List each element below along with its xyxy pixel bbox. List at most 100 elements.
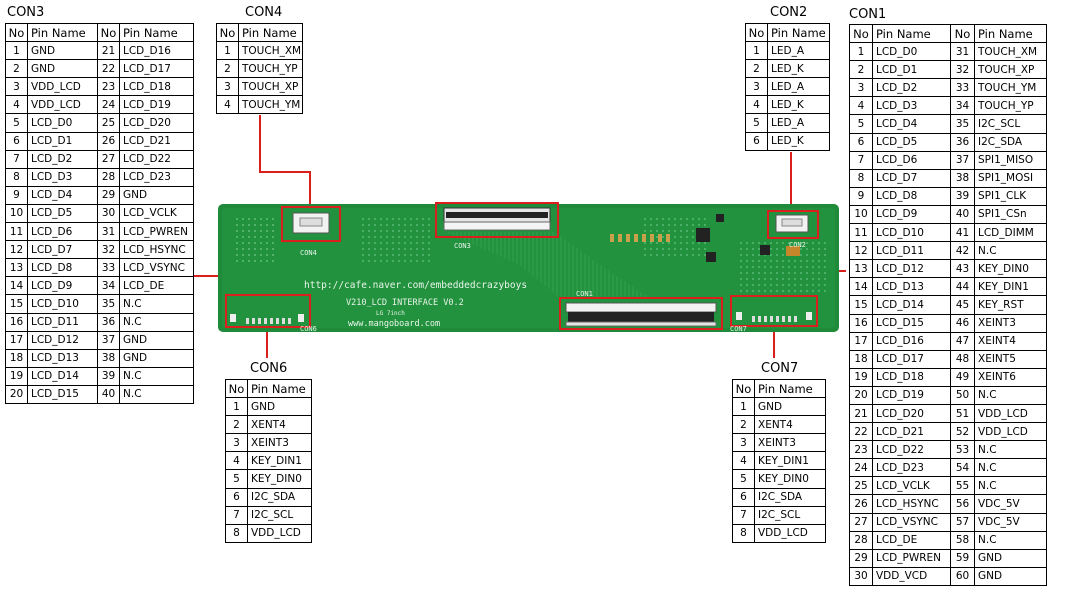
con2-title: CON2 [770,5,808,20]
pin-number-cell: 3 [849,78,873,98]
pin-name-cell: LCD_D17 [872,349,951,369]
pin-name-cell: LCD_D22 [119,149,194,169]
column-header-no: No [5,22,28,43]
column-header-pin-name: Pin Name [27,22,98,43]
pin-name-cell: XEINT3 [247,433,312,453]
silk-con4: CON4 [300,249,317,257]
pin-name-cell: VDC_5V [974,512,1047,532]
pin-number-cell: 25 [97,113,120,133]
pin-number-cell: 3 [216,77,239,97]
pin-number-cell: 56 [950,494,975,514]
pin-number-cell: 51 [950,403,975,424]
pin-name-cell: GND [119,348,194,368]
pin-number-cell: 1 [732,397,755,417]
column-header-no: No [745,22,768,43]
pin-name-cell: LCD_D20 [119,113,194,133]
pin-name-cell: N.C [974,241,1047,261]
column-header-no: No [732,378,755,399]
silk-con7: CON7 [730,325,747,333]
pin-number-cell: 4 [745,95,768,115]
pin-name-cell: KEY_RST [974,295,1047,315]
silk-board-name: V210_LCD INTERFACE V0.2 [346,298,464,308]
con1-title: CON1 [849,7,887,22]
pin-number-cell: 13 [849,259,873,279]
pin-name-cell: I2C_SCL [754,505,826,525]
pin-name-cell: XEINT6 [974,367,1047,387]
pin-name-cell: LCD_D15 [872,313,951,333]
pin-name-cell: LCD_D19 [119,95,194,115]
pin-name-cell: LED_A [767,41,830,61]
pin-number-cell: 19 [849,367,873,387]
column-header-no: No [225,378,248,399]
pin-number-cell: 52 [950,422,975,442]
pin-number-cell: 24 [97,95,120,115]
pin-number-cell: 39 [950,186,975,206]
pin-name-cell: LCD_D9 [872,204,951,225]
pin-number-cell: 53 [950,440,975,460]
pin-number-cell: 1 [849,42,873,62]
pin-number-cell: 15 [5,294,28,314]
pin-name-cell: LCD_VSYNC [119,258,194,278]
pin-number-cell: 50 [950,385,975,405]
pin-number-cell: 2 [216,59,239,79]
pin-number-cell: 16 [5,312,28,332]
pin-name-cell: LCD_VCLK [872,476,951,496]
pin-name-cell: LCD_D4 [872,114,951,134]
pin-name-cell: LED_A [767,113,830,133]
silk-website: www.mangoboard.com [348,319,440,329]
pin-number-cell: 7 [732,505,755,525]
pin-number-cell: 11 [849,223,873,243]
pin-number-cell: 3 [225,433,248,453]
pin-name-cell: LCD_VSYNC [872,512,951,532]
pin-name-cell: LCD_D0 [872,42,951,62]
pin-name-cell: LCD_D10 [872,223,951,243]
pin-name-cell: I2C_SDA [754,487,826,507]
pin-name-cell: TOUCH_YM [974,78,1047,98]
pin-name-cell: GND [247,397,312,417]
pin-number-cell: 6 [225,487,248,507]
pin-number-cell: 44 [950,277,975,297]
pin-name-cell: LED_A [767,77,830,97]
pin-name-cell: LCD_D6 [872,150,951,170]
pin-number-cell: 6 [745,131,768,151]
pin-name-cell: LCD_D11 [872,241,951,261]
pin-name-cell: LCD_D3 [872,96,951,116]
pin-number-cell: 21 [849,403,873,424]
pin-name-cell: TOUCH_YP [974,96,1047,116]
pin-number-cell: 3 [732,433,755,453]
pin-name-cell: TOUCH_XM [238,41,303,61]
pin-name-cell: LCD_D7 [27,240,98,260]
pin-number-cell: 8 [849,168,873,188]
pin-number-cell: 40 [950,204,975,225]
pin-number-cell: 6 [849,132,873,152]
pin-number-cell: 33 [97,258,120,278]
